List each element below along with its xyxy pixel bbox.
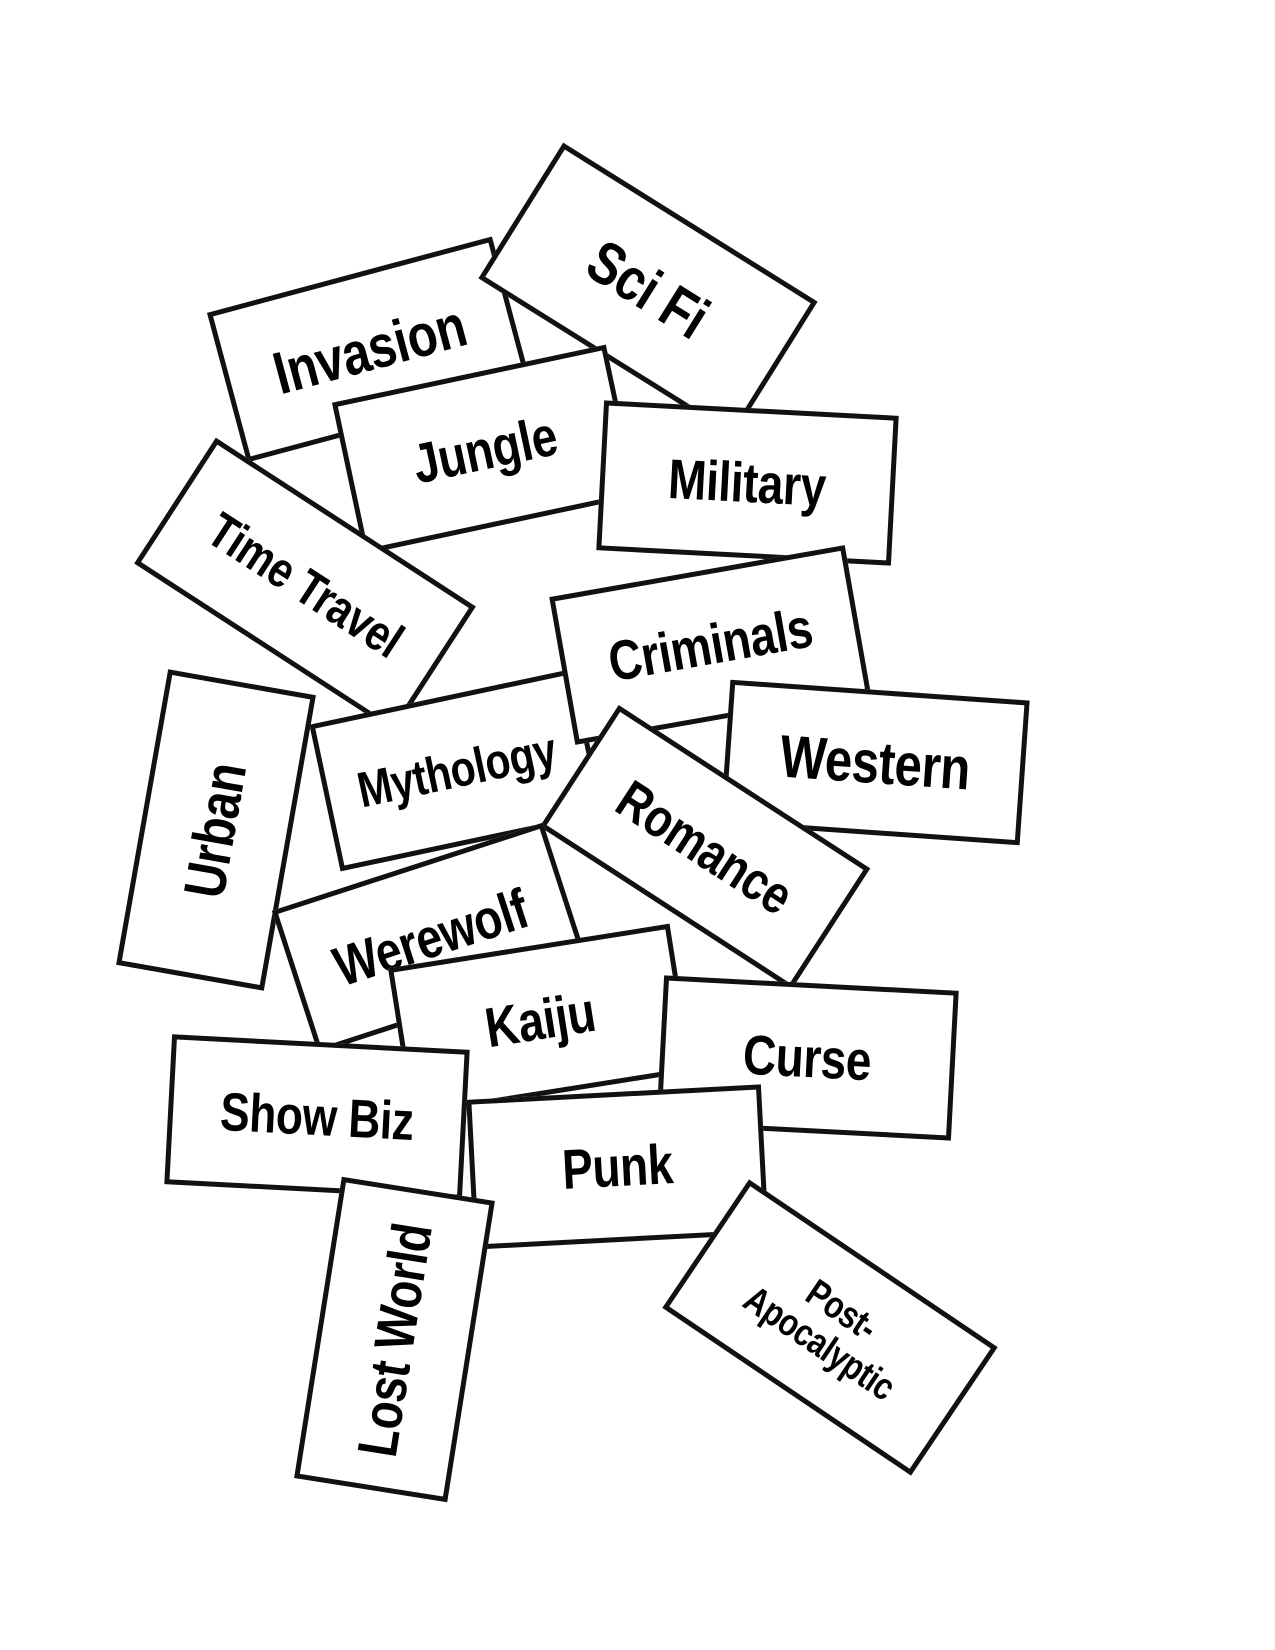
card-label-sci-fi: Sci Fi — [575, 227, 721, 353]
card-show-biz[interactable]: Show Biz — [164, 1034, 470, 1200]
card-label-post-apocalyptic: Post- Apocalyptic — [736, 1271, 903, 1409]
card-label-western: Western — [777, 721, 973, 803]
card-label-lost-world: Lost World — [344, 1218, 444, 1461]
card-label-kaiju: Kaiju — [481, 979, 600, 1060]
card-label-punk: Punk — [560, 1132, 675, 1201]
card-label-curse: Curse — [741, 1022, 874, 1093]
card-label-jungle: Jungle — [407, 403, 563, 495]
card-label-show-biz: Show Biz — [218, 1081, 416, 1153]
card-label-military: Military — [667, 446, 828, 519]
card-military[interactable]: Military — [596, 400, 899, 566]
card-label-urban: Urban — [171, 757, 260, 903]
card-lost-world[interactable]: Lost World — [294, 1176, 495, 1503]
card-label-mythology: Mythology — [352, 721, 562, 819]
card-label-criminals: Criminals — [603, 595, 817, 694]
